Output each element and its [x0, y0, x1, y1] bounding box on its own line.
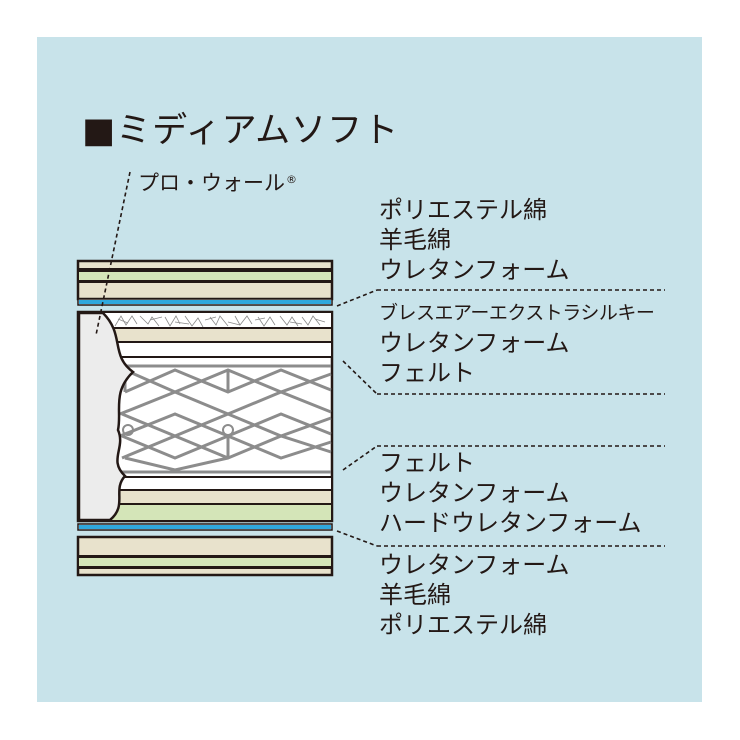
top-pad-stripe: [79, 280, 331, 283]
layer-label: ハードウレタンフォーム: [379, 509, 642, 537]
leader-line: [342, 360, 378, 395]
silky-layer: [79, 313, 331, 328]
leader-lines: [95, 171, 665, 547]
pro-wall-text: プロ・ウォール: [138, 171, 285, 195]
hard-urethane-layer: [79, 505, 331, 520]
upper-urethane-layer: [79, 329, 331, 342]
leader-line: [336, 289, 378, 307]
pro-wall-label: プロ・ウォール®: [138, 165, 297, 198]
page-title: ■ミディアムソフト: [82, 111, 400, 151]
spring-unit: [118, 364, 332, 474]
main-body: [76, 310, 334, 523]
layer-label: フェルト: [379, 359, 475, 387]
upper-layers-labels: ブレスエアーエクストラシルキー ウレタンフォーム フェルト: [379, 298, 655, 388]
upper-felt-layer: [79, 343, 331, 356]
silky-texture: [114, 315, 326, 328]
layer-label: 羊毛綿: [379, 581, 451, 609]
bottom-divider: [77, 523, 333, 531]
bottom-pad: [76, 535, 334, 577]
lower-urethane-layer: [79, 491, 331, 504]
top-layers-labels: ポリエステル綿 羊毛綿 ウレタンフォーム: [379, 195, 570, 285]
registered-mark: ®: [286, 173, 297, 186]
top-divider: [77, 298, 333, 306]
layer-label: 羊毛綿: [379, 226, 451, 254]
top-pad-stripe: [79, 268, 331, 272]
layer-label: ウレタンフォーム: [379, 551, 570, 579]
lower-layers-labels: フェルト ウレタンフォーム ハードウレタンフォーム: [379, 448, 642, 538]
top-pad-wool: [79, 272, 331, 280]
layer-label: ポリエステル綿: [379, 611, 547, 639]
bottom-pad-stripe: [79, 566, 331, 569]
layer-label: ポリエステル綿: [379, 196, 547, 224]
bottom-pad-stripe: [79, 555, 331, 558]
layer-label: フェルト: [379, 449, 475, 477]
layer-label: ウレタンフォーム: [379, 329, 570, 357]
lower-felt-layer: [79, 478, 331, 490]
pro-wall-edge: [77, 311, 135, 522]
layer-label: ウレタンフォーム: [379, 256, 570, 284]
layer-label: ブレスエアーエクストラシルキー: [379, 302, 655, 324]
bottom-pad-wool: [79, 558, 331, 566]
bottom-layers-labels: ウレタンフォーム 羊毛綿 ポリエステル綿: [379, 550, 570, 640]
layer-label: ウレタンフォーム: [379, 479, 570, 507]
leader-line: [342, 445, 378, 471]
pro-wall-leader: [95, 171, 131, 336]
leader-line: [336, 530, 378, 547]
top-pad: [76, 259, 334, 301]
